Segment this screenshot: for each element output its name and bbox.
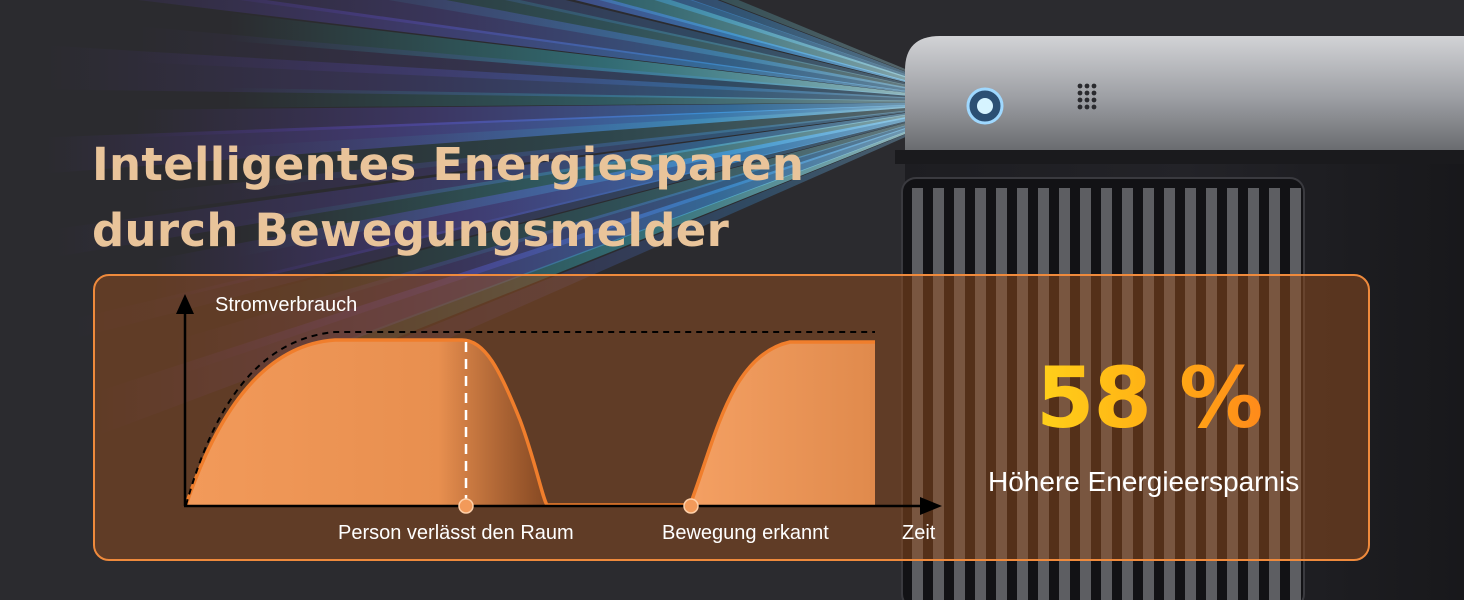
- light-ray: [228, 12, 985, 102]
- light-ray: [137, 0, 985, 102]
- event-label-motion-detected: Bewegung erkannt: [662, 522, 829, 544]
- y-axis-arrow-icon: [176, 294, 194, 314]
- consumption-area-2: [690, 342, 875, 505]
- consumption-area-1: [186, 340, 547, 505]
- event-label-leave-room: Person verlässt den Raum: [338, 522, 574, 544]
- motion-detected-point: [683, 498, 699, 514]
- consumption-curve: [184, 338, 875, 507]
- light-ray: [45, 45, 986, 102]
- light-ray: [141, 102, 986, 214]
- leave-room-point: [458, 498, 474, 514]
- light-ray: [225, 87, 986, 108]
- light-ray: [136, 26, 985, 102]
- control-panel-icon: [1077, 83, 1097, 110]
- savings-caption: Höhere Energieersparnis: [988, 466, 1300, 497]
- light-ray: [574, 0, 985, 102]
- headline: Intelligentes Energiesparen durch Bewegu…: [92, 132, 804, 264]
- savings-percentage: 58 %: [1036, 349, 1263, 447]
- y-axis-label: Stromverbrauch: [215, 294, 358, 316]
- x-axis-arrow-icon: [920, 497, 942, 515]
- motion-sensor-icon: [966, 87, 1004, 125]
- headline-line-2: durch Bewegungsmelder: [92, 204, 730, 257]
- continuous-consumption-line: [185, 331, 875, 506]
- headline-line-1: Intelligentes Energiesparen: [92, 138, 805, 191]
- x-axis-label: Zeit: [902, 522, 936, 544]
